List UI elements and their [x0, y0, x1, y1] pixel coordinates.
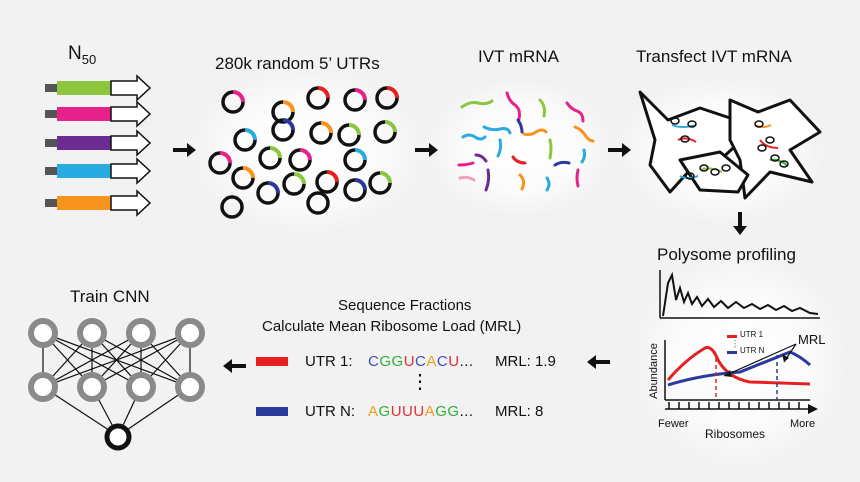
utrn-mrl: MRL: 8 [495, 403, 544, 420]
n50-bar-green [45, 74, 152, 102]
plasmid [288, 148, 312, 172]
plasmid [271, 118, 295, 142]
arrow-right-2 [415, 143, 438, 157]
arrow-right-1 [173, 143, 196, 157]
cnn-hidden-node [77, 372, 107, 402]
plasmid [343, 178, 367, 202]
cnn-input-node [175, 318, 205, 348]
transfected-cells [638, 90, 822, 200]
plasmid [221, 90, 245, 114]
cnn-network [28, 318, 205, 451]
utrn-label: UTR N: [305, 403, 355, 420]
plasmid [256, 181, 280, 205]
cell-mrna-ribosomes [670, 117, 789, 180]
cnn-hidden-node [28, 372, 58, 402]
plasmid [368, 171, 392, 195]
nucleotide: C [368, 353, 380, 370]
nucleotide: G [447, 403, 460, 420]
ribosome-axis [665, 402, 818, 414]
nucleotide: G [378, 403, 391, 420]
train-cnn-title: Train CNN [70, 287, 150, 306]
ribosomes-axis-label: Ribosomes [705, 427, 766, 441]
nucleotide: G [391, 353, 404, 370]
plasmid [373, 120, 397, 144]
nucleotide: A [424, 403, 436, 420]
nucleotide: C [436, 353, 449, 370]
flow-arrows [173, 143, 747, 373]
arrow-left-1 [587, 355, 610, 369]
legend-utr1: UTR 1 [740, 330, 764, 339]
plasmid [220, 195, 244, 219]
legend-utrn: UTR N [740, 346, 765, 355]
mrl-annotation: MRL [798, 332, 826, 347]
vertical-ellipsis: ⋮ [410, 371, 430, 393]
utr1-sequence: CGGUCACU... [368, 353, 474, 370]
utr1-color-bar [256, 357, 288, 366]
abundance-axis-label: Abundance [647, 343, 660, 399]
plasmid [231, 166, 255, 190]
nucleotide: A [426, 353, 437, 370]
nucleotide: U [390, 403, 403, 420]
plasmid [282, 172, 306, 196]
n50-bar-purple [45, 129, 152, 157]
cnn-output-node [104, 423, 132, 451]
mrl-title: Calculate Mean Ribosome Load (MRL) [262, 318, 522, 335]
n50-construct-bars [45, 74, 152, 217]
plasmid [306, 191, 330, 215]
utrn-sequence: AGUUUAGG... [368, 403, 474, 420]
polysome-title: Polysome profiling [657, 245, 796, 264]
abundance-plot [664, 335, 812, 401]
nucleotide: G [435, 403, 448, 420]
arrow-right-3 [608, 143, 631, 157]
fewer-label: Fewer [658, 418, 689, 430]
nucleotide: A [368, 403, 379, 420]
plasmid-circles [208, 86, 399, 219]
cnn-hidden-node [175, 372, 205, 402]
nucleotide: G [379, 353, 392, 370]
plasmid [258, 146, 282, 170]
seqfrac-title: Sequence Fractions [338, 297, 472, 314]
n50-bar-cyan [45, 157, 152, 185]
n50-bar-magenta [45, 100, 152, 128]
plasmid [375, 86, 399, 110]
plasmid [306, 86, 330, 110]
nucleotide: U [402, 403, 414, 420]
arrow-left-2 [223, 359, 246, 373]
utr1-mrl: MRL: 1.9 [495, 353, 556, 370]
transfect-title: Transfect IVT mRNA [636, 47, 792, 66]
nucleotide: U [448, 353, 460, 370]
plasmid [233, 128, 257, 152]
n50-label: N50 [68, 43, 97, 67]
plasmid [343, 148, 367, 172]
nucleotide: U [413, 403, 425, 420]
nucleotide: C [415, 353, 427, 370]
plasmid [343, 88, 367, 112]
plasmid [315, 170, 339, 194]
utr1-label: UTR 1: [305, 353, 353, 370]
cnn-input-node [77, 318, 107, 348]
cnn-hidden-node [126, 372, 156, 402]
n50-bar-orange [45, 189, 152, 217]
nucleotide: U [403, 353, 416, 370]
plasmid [208, 151, 232, 175]
utrn-color-bar [256, 407, 288, 416]
more-label: More [790, 418, 816, 430]
polysome-trace [659, 270, 820, 319]
utrs-title: 280k random 5’ UTRs [215, 54, 380, 73]
cnn-input-node [28, 318, 58, 348]
plasmid [337, 123, 361, 147]
arrow-down [733, 212, 747, 235]
ivt-mrna-strands [457, 91, 595, 192]
plasmid [309, 121, 333, 145]
ivt-title: IVT mRNA [478, 47, 559, 66]
cnn-input-node [126, 318, 156, 348]
